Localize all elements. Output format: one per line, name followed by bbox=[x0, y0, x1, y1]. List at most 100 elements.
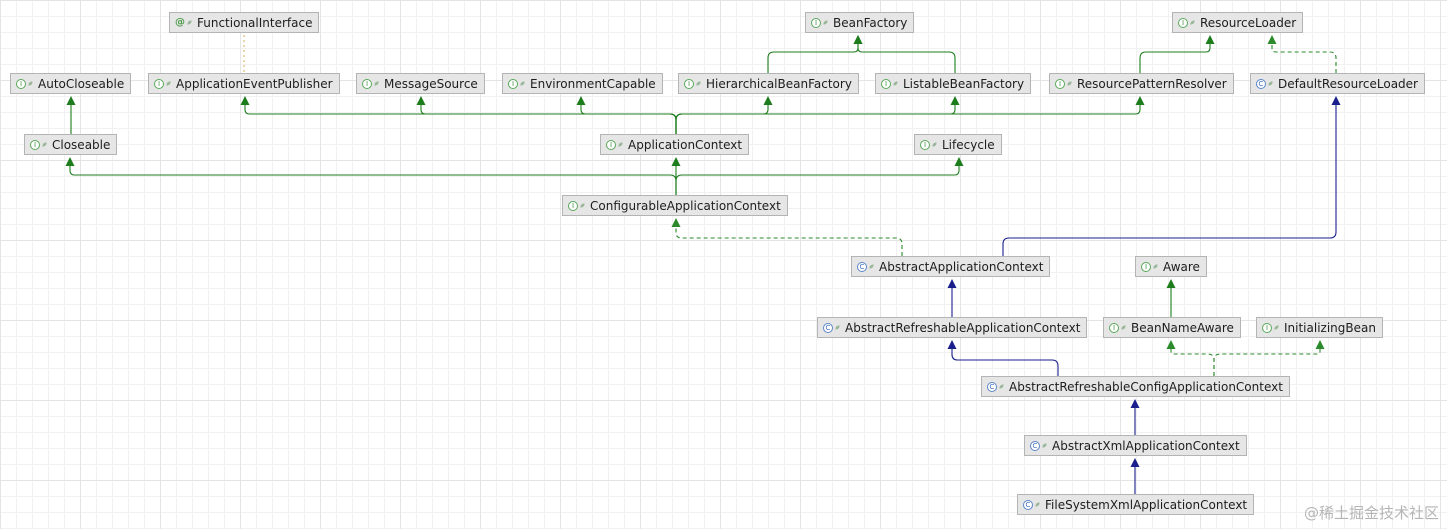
leaf-icon bbox=[617, 142, 624, 147]
node-label: AutoCloseable bbox=[38, 76, 125, 91]
edge-line bbox=[857, 44, 956, 73]
node-aware[interactable]: I Aware bbox=[1135, 256, 1207, 277]
edge-line bbox=[675, 105, 769, 134]
edge-application-context-to-environment-capable bbox=[576, 96, 677, 134]
leaf-icon bbox=[892, 81, 899, 86]
edge-line bbox=[1170, 349, 1215, 376]
info-circle-icon: I bbox=[881, 78, 891, 89]
edge-application-context-to-application-event-publisher bbox=[240, 96, 677, 134]
arrow-head-icon bbox=[1130, 399, 1140, 408]
node-label: ConfigurableApplicationContext bbox=[590, 198, 781, 213]
edge-abstract-application-context-to-configurable-application-context bbox=[671, 218, 903, 256]
abstract-class-icon: C bbox=[823, 322, 833, 333]
class-icon: C bbox=[1256, 78, 1266, 89]
arrow-head-icon bbox=[1135, 96, 1145, 105]
edge-abstract-refreshable-config-application-context-to-initializing-bean bbox=[1213, 340, 1325, 376]
edge-line bbox=[1213, 349, 1321, 376]
arrow-head-icon bbox=[853, 35, 863, 44]
edge-line bbox=[420, 105, 677, 134]
arrow-head-icon bbox=[1267, 35, 1277, 44]
arrow-head-icon bbox=[671, 218, 681, 227]
arrow-head-icon bbox=[947, 279, 957, 288]
arrow-head-icon bbox=[1205, 35, 1215, 44]
edge-abstract-refreshable-config-application-context-to-bean-name-aware bbox=[1166, 340, 1215, 376]
leaf-icon bbox=[27, 81, 34, 86]
info-circle-icon: I bbox=[1141, 261, 1151, 272]
arrow-head-icon bbox=[1166, 340, 1176, 349]
class-icon: C bbox=[1023, 499, 1033, 510]
arrow-head-icon bbox=[1315, 340, 1325, 349]
node-label: MessageSource bbox=[384, 76, 478, 91]
node-listable-bean-factory[interactable]: I ListableBeanFactory bbox=[875, 73, 1032, 94]
arrow-head-icon bbox=[66, 96, 76, 105]
edge-line bbox=[675, 227, 903, 256]
node-label: HierarchicalBeanFactory bbox=[706, 76, 852, 91]
abstract-class-icon: C bbox=[1030, 440, 1040, 451]
edge-line bbox=[675, 105, 1141, 134]
node-functional-interface[interactable]: @FunctionalInterface bbox=[169, 12, 320, 33]
node-label: ListableBeanFactory bbox=[903, 76, 1025, 91]
leaf-icon bbox=[1267, 81, 1274, 86]
watermark: @稀土掘金技术社区 bbox=[1303, 504, 1439, 522]
edge-application-context-to-resource-pattern-resolver bbox=[675, 96, 1145, 134]
edge-hierarchical-bean-factory-to-bean-factory bbox=[767, 35, 863, 73]
arrow-head-icon bbox=[947, 340, 957, 349]
node-label: ResourcePatternResolver bbox=[1077, 76, 1227, 91]
leaf-icon bbox=[1273, 325, 1280, 330]
edge-line bbox=[69, 166, 677, 195]
node-hierarchical-bean-factory[interactable]: I HierarchicalBeanFactory bbox=[678, 73, 859, 94]
edge-configurable-application-context-to-closeable bbox=[65, 157, 677, 195]
arrow-head-icon bbox=[950, 96, 960, 105]
node-label: ApplicationEventPublisher bbox=[176, 76, 333, 91]
arrow-head-icon bbox=[954, 157, 964, 166]
node-label: FunctionalInterface bbox=[197, 15, 313, 30]
info-circle-icon: I bbox=[684, 78, 694, 89]
edge-application-context-to-message-source bbox=[416, 96, 677, 134]
node-label: Aware bbox=[1163, 259, 1200, 274]
info-circle-icon: I bbox=[1109, 322, 1119, 333]
abstract-class-icon: C bbox=[987, 381, 997, 392]
edge-abstract-refreshable-application-context-to-abstract-application-context bbox=[947, 279, 957, 317]
info-circle-icon: I bbox=[811, 17, 821, 28]
edge-application-context-to-listable-bean-factory bbox=[675, 96, 960, 134]
edge-file-system-xml-application-context-to-abstract-xml-application-context bbox=[1130, 458, 1140, 494]
leaf-icon bbox=[695, 81, 702, 86]
leaf-icon bbox=[931, 142, 938, 147]
leaf-icon bbox=[868, 264, 875, 269]
edge-default-resource-loader-to-resource-loader bbox=[1267, 35, 1337, 73]
edge-application-context-to-hierarchical-bean-factory bbox=[675, 96, 773, 134]
leaf-icon bbox=[1189, 20, 1196, 25]
node-message-source[interactable]: I MessageSource bbox=[356, 73, 485, 94]
edge-abstract-application-context-to-default-resource-loader bbox=[1002, 96, 1341, 256]
leaf-icon bbox=[41, 142, 48, 147]
arrow-head-icon bbox=[416, 96, 426, 105]
arrow-head-icon bbox=[65, 157, 75, 166]
info-circle-icon: I bbox=[362, 78, 372, 89]
arrow-head-icon bbox=[671, 157, 681, 166]
arrow-head-icon bbox=[240, 96, 250, 105]
arrow-head-icon bbox=[1166, 279, 1176, 288]
edge-resource-pattern-resolver-to-resource-loader bbox=[1139, 35, 1215, 73]
info-circle-icon: I bbox=[30, 139, 40, 150]
info-circle-icon: I bbox=[920, 139, 930, 150]
edge-abstract-xml-application-context-to-abstract-refreshable-config-application-context bbox=[1130, 399, 1140, 435]
info-circle-icon: I bbox=[606, 139, 616, 150]
